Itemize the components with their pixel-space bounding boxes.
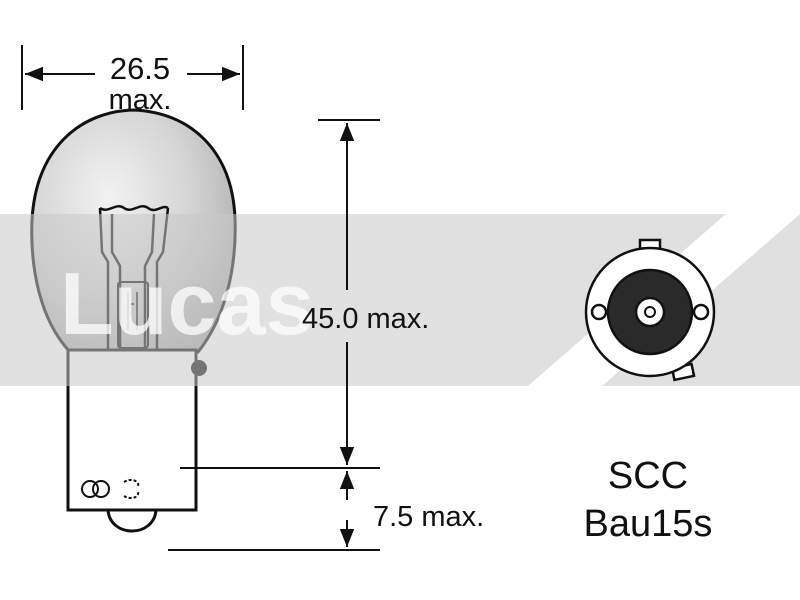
base-dimension	[168, 471, 380, 551]
base-stamp	[81, 478, 140, 500]
base-contact	[106, 508, 158, 533]
cap-base-label: Bau15s	[584, 503, 713, 545]
width-value-label: 26.5	[110, 51, 170, 86]
base-stamp-mark	[123, 478, 140, 500]
height-label: 45.0 max.	[302, 303, 429, 335]
cap-side-hole-left	[590, 303, 608, 321]
base-height-label: 7.5 max.	[373, 501, 484, 533]
base-stamp-circle-b	[92, 480, 110, 498]
cap-type-label: SCC	[608, 455, 688, 497]
height-dimension	[180, 119, 380, 469]
base-stamp-circle-a	[81, 480, 99, 498]
cap-center-dot	[644, 306, 656, 318]
cap-end-view	[584, 238, 716, 382]
watermark-logo: Lucas	[60, 254, 314, 353]
width-dimension	[21, 45, 244, 110]
filament-coil	[99, 205, 169, 212]
cap-side-hole-right	[692, 303, 710, 321]
